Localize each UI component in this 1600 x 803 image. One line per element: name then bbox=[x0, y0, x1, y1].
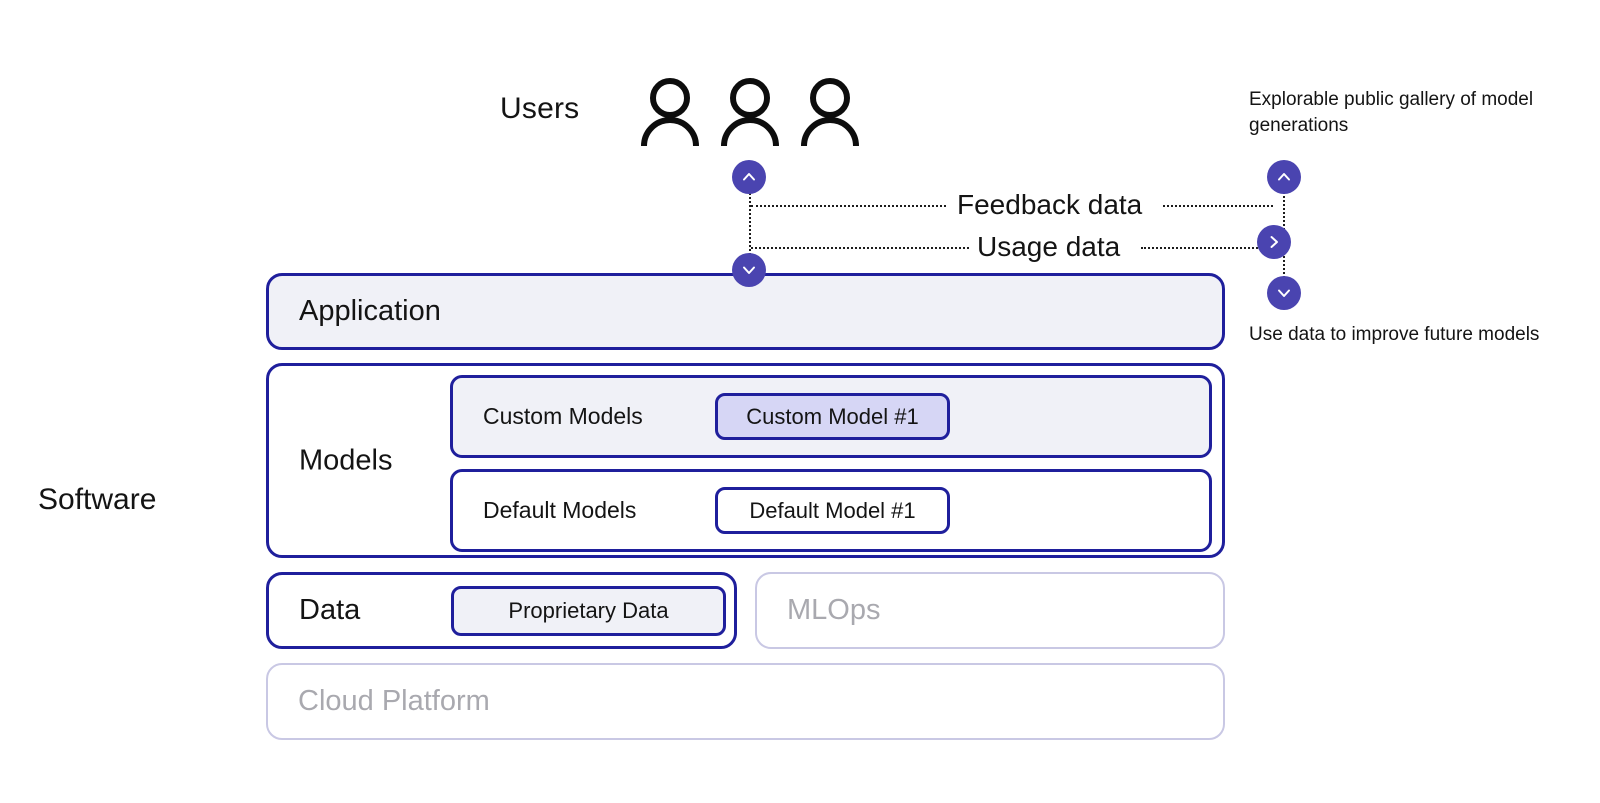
layer-mlops[interactable]: MLOps bbox=[755, 572, 1225, 649]
chevron-down-icon[interactable] bbox=[732, 253, 766, 287]
custom-model-chip[interactable]: Custom Model #1 bbox=[715, 393, 950, 440]
layer-application-title: Application bbox=[299, 295, 441, 327]
layer-models[interactable]: Models Custom Models Custom Model #1 Def… bbox=[266, 363, 1225, 558]
layer-data[interactable]: Data Proprietary Data bbox=[266, 572, 737, 649]
layer-mlops-title: MLOps bbox=[787, 594, 881, 626]
users-label: Users bbox=[500, 92, 580, 125]
layer-models-title: Models bbox=[299, 444, 393, 476]
usage-connector-right bbox=[1141, 247, 1266, 249]
annotation-improve-models: Use data to improve future models bbox=[1249, 324, 1540, 345]
left-vertical-connector bbox=[749, 186, 751, 282]
feedback-connector-right bbox=[1163, 205, 1273, 207]
software-label: Software bbox=[38, 483, 157, 516]
default-model-chip[interactable]: Default Model #1 bbox=[715, 487, 950, 534]
chevron-right-icon[interactable] bbox=[1257, 225, 1291, 259]
models-rows: Custom Models Custom Model #1 Default Mo… bbox=[450, 375, 1212, 552]
feedback-data-label: Feedback data bbox=[957, 189, 1143, 220]
user-person-icon bbox=[800, 78, 860, 146]
users-avatar-group bbox=[640, 78, 870, 148]
annotation-gallery: Explorable public gallery of model gener… bbox=[1249, 89, 1534, 136]
usage-connector-left bbox=[751, 247, 969, 249]
default-models-row[interactable]: Default Models Default Model #1 bbox=[450, 469, 1212, 552]
proprietary-data-chip[interactable]: Proprietary Data bbox=[451, 585, 726, 636]
default-models-label: Default Models bbox=[483, 497, 637, 523]
custom-models-label: Custom Models bbox=[483, 403, 643, 429]
usage-data-label: Usage data bbox=[977, 231, 1121, 262]
user-person-icon bbox=[640, 78, 700, 146]
feedback-connector-left bbox=[751, 205, 946, 207]
chevron-up-icon[interactable] bbox=[732, 160, 766, 194]
layer-cloud-platform[interactable]: Cloud Platform bbox=[266, 663, 1225, 740]
custom-models-row[interactable]: Custom Models Custom Model #1 bbox=[450, 375, 1212, 458]
user-person-icon bbox=[720, 78, 780, 146]
chevron-up-icon[interactable] bbox=[1267, 160, 1301, 194]
chevron-down-icon[interactable] bbox=[1267, 276, 1301, 310]
layer-cloud-platform-title: Cloud Platform bbox=[298, 685, 490, 717]
layer-data-title: Data bbox=[299, 594, 361, 626]
